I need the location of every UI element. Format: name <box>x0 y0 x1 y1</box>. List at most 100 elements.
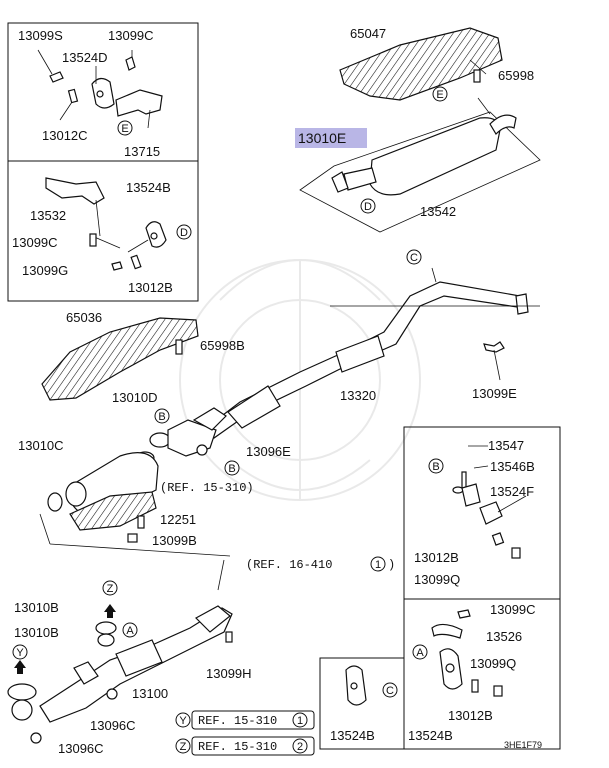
callout-b-right: B <box>428 458 444 474</box>
part-label-13012c: 13012C <box>42 128 88 143</box>
nut-13099b-drawing <box>127 533 138 543</box>
up-arrow-y <box>14 660 26 674</box>
part-label-65036: 65036 <box>66 310 102 325</box>
ref-z-row[interactable]: Z REF. 15-310 2 <box>175 736 315 756</box>
part-label-13526: 13526 <box>486 629 522 644</box>
part-label-13096c: 13096C <box>90 718 136 733</box>
part-label-13532: 13532 <box>30 208 66 223</box>
ref-16-410-circle: 1 <box>370 556 386 572</box>
callout-a-front: A <box>122 622 138 638</box>
ref-15-310-main[interactable]: (REF. 15-310) <box>160 481 254 495</box>
bolt-13099h-drawing <box>225 631 233 643</box>
part-label-13012b: 13012B <box>448 708 493 723</box>
svg-text:Y: Y <box>16 647 24 659</box>
callout-c-center: C <box>406 249 422 265</box>
part-label-13010b: 13010B <box>14 600 59 615</box>
part-label-13715: 13715 <box>124 144 160 159</box>
part-label-13099b: 13099B <box>152 533 197 548</box>
part-label-13099e: 13099E <box>472 386 517 401</box>
diagram-code: 3HE1F79 <box>504 740 542 750</box>
panel-hanger-right <box>319 426 561 750</box>
part-label-13099q: 13099Q <box>470 656 516 671</box>
ref-y-num: 1 <box>297 715 303 727</box>
ref-z-num: 2 <box>297 741 303 753</box>
part-label-13524b: 13524B <box>408 728 453 743</box>
svg-text:Z: Z <box>107 583 114 595</box>
svg-text:1: 1 <box>375 559 381 571</box>
callout-b-lower: B <box>224 460 240 476</box>
bolt-12251-drawing <box>137 515 145 529</box>
part-label-13524d: 13524D <box>62 50 108 65</box>
part-label-13010e[interactable]: 13010E <box>298 130 346 146</box>
bolt-65998b-drawing <box>175 339 183 355</box>
callout-y-upper: Y <box>12 644 28 660</box>
callout-d-box-2: D <box>176 224 192 240</box>
ref-z-text: REF. 15-310 <box>198 740 277 754</box>
part-label-13099h: 13099H <box>206 666 252 681</box>
svg-text:Y: Y <box>179 715 187 727</box>
part-label-13010b: 13010B <box>14 625 59 640</box>
part-label-13524b: 13524B <box>330 728 375 743</box>
part-label-13320: 13320 <box>340 388 376 403</box>
callout-c-right: C <box>382 682 398 698</box>
ref-y-row[interactable]: Y REF. 15-310 1 <box>175 710 315 730</box>
part-label-13524b: 13524B <box>126 180 171 195</box>
svg-text:A: A <box>416 647 424 659</box>
callout-d-main: D <box>360 198 376 214</box>
heat-shield-65036-drawing <box>41 317 199 401</box>
part-label-13547: 13547 <box>488 438 524 453</box>
part-label-12251: 12251 <box>160 512 196 527</box>
svg-text:E: E <box>121 123 128 135</box>
part-label-13010d: 13010D <box>112 390 158 405</box>
ref-16-410[interactable]: (REF. 16-410 <box>246 558 332 572</box>
hanger-13524b-small-drawing <box>345 665 367 706</box>
callout-a-right: A <box>412 644 428 660</box>
nut-13096e-drawing <box>196 444 208 456</box>
part-label-65998: 65998 <box>498 68 534 83</box>
bracket-13532-drawing <box>45 177 167 271</box>
center-pipe-13320-drawing <box>205 267 540 439</box>
up-arrow-z <box>104 604 116 618</box>
panel-hanger-upper <box>7 22 199 302</box>
front-pipe-13100-drawing <box>7 605 233 744</box>
part-label-65998b: 65998B <box>200 338 245 353</box>
svg-text:E: E <box>436 89 443 101</box>
part-labels-box-2: 13532 13524B 13099C 13099G 13012B D <box>12 180 192 295</box>
callout-b-upper: B <box>154 408 170 424</box>
svg-text:A: A <box>126 625 134 637</box>
part-label-13099c: 13099C <box>12 235 58 250</box>
part-label-13096e: 13096E <box>246 444 291 459</box>
svg-text:C: C <box>386 685 394 697</box>
part-label-13524f: 13524F <box>490 484 534 499</box>
bolt-65998-drawing <box>473 69 481 83</box>
part-label-13542: 13542 <box>420 204 456 219</box>
svg-text:B: B <box>158 411 165 423</box>
part-label-13100: 13100 <box>132 686 168 701</box>
part-label-13546b: 13546B <box>490 459 535 474</box>
svg-text:D: D <box>180 227 188 239</box>
main-muffler-13542-drawing <box>299 97 541 233</box>
part-label-13012b: 13012B <box>128 280 173 295</box>
highlight-13010e <box>295 128 367 148</box>
part-label-13099c: 13099C <box>490 602 536 617</box>
part-label-13012b: 13012B <box>414 550 459 565</box>
catalytic-converter-drawing <box>39 452 231 557</box>
callout-z-upper: Z <box>102 580 118 596</box>
part-label-13099q: 13099Q <box>414 572 460 587</box>
part-label-13099g: 13099G <box>22 263 68 278</box>
ref-16-410-close: ) <box>388 558 395 572</box>
heat-shield-65047-drawing <box>339 27 503 101</box>
svg-text:D: D <box>364 201 372 213</box>
svg-text:B: B <box>228 463 235 475</box>
svg-text:Z: Z <box>180 741 187 753</box>
bolt-13099e-drawing <box>483 341 505 381</box>
part-label-13099c: 13099C <box>108 28 154 43</box>
svg-text:B: B <box>432 461 439 473</box>
callout-e-top-left: E <box>117 120 133 136</box>
callout-e-main: E <box>432 86 448 102</box>
part-label-65047: 65047 <box>350 26 386 41</box>
part-labels-top-left: 13099S 13099C 13524D 13012C 13715 E <box>18 28 160 159</box>
part-label-13099s: 13099S <box>18 28 63 43</box>
ref-y-text: REF. 15-310 <box>198 714 277 728</box>
